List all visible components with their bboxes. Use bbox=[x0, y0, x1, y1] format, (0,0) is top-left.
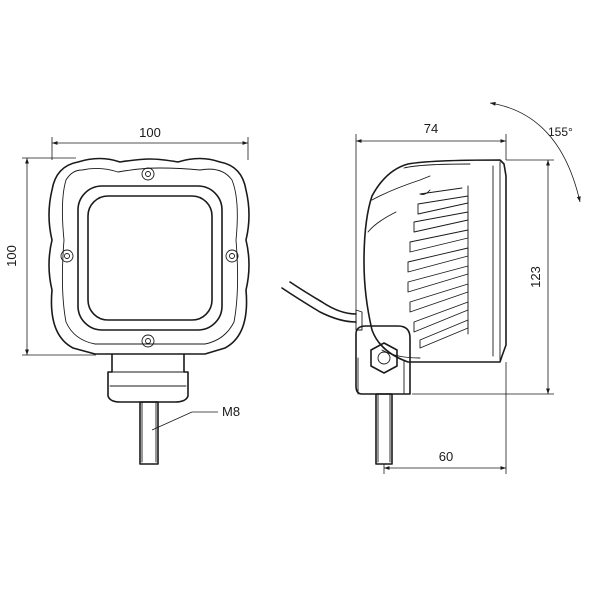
pivot-nut bbox=[370, 342, 398, 374]
tilt-angle-label: 155° bbox=[548, 125, 573, 139]
front-height-dimension: 100 bbox=[4, 157, 96, 356]
screw-top bbox=[141, 167, 155, 181]
mount-offset-dimension: 60 bbox=[383, 362, 507, 474]
front-bolt bbox=[139, 401, 159, 465]
front-width-dimension: 100 bbox=[51, 125, 249, 160]
tilt-angle-indicator: 155° bbox=[489, 101, 581, 203]
side-height-label: 123 bbox=[528, 266, 543, 288]
side-height-dimension: 123 bbox=[412, 159, 554, 395]
mount-offset-label: 60 bbox=[439, 449, 453, 464]
front-bezel bbox=[77, 185, 223, 331]
front-height-label: 100 bbox=[4, 245, 19, 267]
side-view bbox=[281, 159, 507, 465]
screw-right bbox=[225, 249, 239, 263]
front-lens bbox=[87, 195, 213, 321]
side-cable bbox=[281, 287, 357, 323]
front-housing-inner bbox=[61, 167, 239, 345]
front-width-label: 100 bbox=[139, 125, 161, 140]
front-bracket bbox=[107, 353, 189, 403]
front-view bbox=[48, 157, 250, 465]
side-bracket bbox=[355, 325, 411, 395]
screw-bottom bbox=[141, 334, 155, 348]
thread-callout: M8 bbox=[151, 404, 240, 431]
screw-left bbox=[60, 249, 74, 263]
side-body bbox=[363, 159, 507, 363]
cooling-fins bbox=[407, 185, 469, 349]
side-depth-label: 74 bbox=[424, 121, 438, 136]
thread-label: M8 bbox=[222, 404, 240, 419]
front-housing-outer bbox=[48, 157, 250, 355]
